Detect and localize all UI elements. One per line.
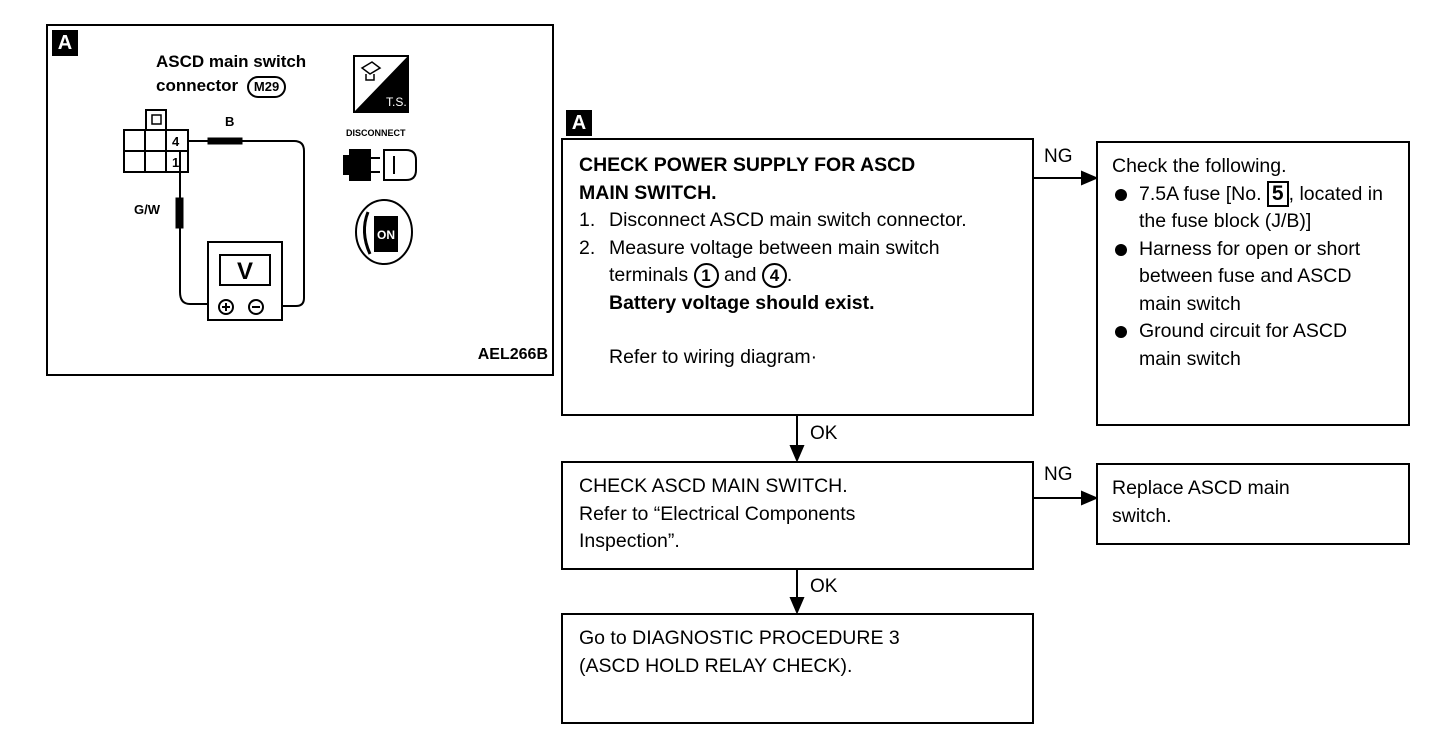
ng1-fuse-post: , located in the fuse block (J/B)]: [1139, 182, 1383, 233]
ignition-on-label: ON: [377, 228, 395, 242]
step1-item1: 1. Disconnect ASCD main switch connector.: [579, 207, 1016, 235]
ng1-title: Check the following.: [1112, 155, 1287, 177]
ng1-item-ground: Ground circuit for ASCD main switch: [1112, 318, 1394, 373]
terminal-4-label: 4: [172, 134, 180, 149]
disconnect-icon-label: DISCONNECT: [346, 128, 406, 138]
ok1-label: OK: [810, 423, 838, 444]
ts-icon-label: T.S.: [386, 95, 407, 109]
step1-and: and: [723, 264, 757, 286]
step1-box: CHECK POWER SUPPLY FOR ASCD MAIN SWITCH.…: [561, 138, 1034, 416]
step2-line2: Refer to “Electrical Components: [579, 502, 856, 525]
ng1-arrow: [1034, 170, 1099, 186]
ng1-item-fuse: 7.5A fuse [No. 5, located in the fuse bl…: [1112, 180, 1394, 236]
ok2-arrow: [789, 570, 805, 615]
flow-tag: A: [566, 110, 592, 136]
step1-item2: 2. Measure voltage between main switch te…: [579, 235, 1016, 290]
step1-item2-text: Measure voltage between main switch term…: [609, 236, 940, 287]
step3-box: Go to DIAGNOSTIC PROCEDURE 3 (ASCD HOLD …: [561, 613, 1034, 724]
connector-title-text: connector: [156, 76, 239, 95]
ng1-checklist: 7.5A fuse [No. 5, located in the fuse bl…: [1112, 180, 1394, 374]
ts-icon: T.S.: [353, 55, 409, 113]
ng1-label: NG: [1044, 146, 1073, 167]
ng1-item-harness: Harness for open or short between fuse a…: [1112, 236, 1394, 319]
ng2-box: Replace ASCD main switch.: [1096, 463, 1410, 545]
step2-line3: Inspection”.: [579, 530, 680, 552]
terminal-1-symbol: 1: [693, 263, 719, 289]
terminal-1-label: 1: [172, 155, 179, 170]
ok2-label: OK: [810, 576, 838, 597]
connector-body: [123, 109, 189, 173]
disconnect-icon: [343, 149, 417, 181]
step3-line1: Go to DIAGNOSTIC PROCEDURE 3: [579, 627, 900, 649]
step1-item1-num: 1.: [579, 209, 596, 231]
probe-gw: [175, 151, 208, 305]
wire-b-label: B: [225, 114, 234, 129]
connector-circuit-diagram: 4 1 B G/W V: [123, 55, 417, 321]
fuse-number-badge: 5: [1266, 180, 1289, 207]
connector-title: ASCD main switch connector M29: [156, 50, 306, 98]
wire-gw-label: G/W: [134, 202, 161, 217]
figure-panel: A ASCD main switch connector M29 4 1 B: [46, 24, 554, 376]
step1-item2-num: 2.: [579, 236, 596, 259]
step1-expected-result: Battery voltage should exist.: [609, 291, 875, 314]
ng1-box: Check the following. 7.5A fuse [No. 5, l…: [1096, 141, 1410, 426]
step3-line2: (ASCD HOLD RELAY CHECK).: [579, 654, 853, 677]
ok1-arrow: [789, 416, 805, 463]
connector-title-line2: connector M29: [156, 74, 306, 98]
terminal-4-symbol: 4: [761, 263, 787, 289]
step1-item1-text: Disconnect ASCD main switch connector.: [609, 209, 967, 231]
ignition-on-icon: ON: [355, 199, 413, 265]
ng2-arrow: [1034, 490, 1099, 506]
figure-code: AEL266B: [477, 346, 548, 363]
voltmeter: [207, 241, 283, 321]
step1-title-line2: MAIN SWITCH.: [579, 181, 717, 204]
ng1-fuse-pre: 7.5A fuse [No.: [1139, 182, 1262, 205]
step2-box: CHECK ASCD MAIN SWITCH. Refer to “Electr…: [561, 461, 1034, 570]
step1-reference: Refer to wiring diagram·: [609, 346, 818, 368]
step1-item2-end: .: [786, 264, 793, 286]
figure-tag: A: [52, 30, 78, 56]
ng2-line1: Replace ASCD main: [1112, 477, 1290, 499]
probe-b: [188, 137, 305, 307]
step2-line1: CHECK ASCD MAIN SWITCH.: [579, 475, 848, 497]
voltmeter-symbol: V: [237, 258, 253, 285]
connector-title-line1: ASCD main switch: [156, 52, 307, 71]
ng2-label: NG: [1044, 464, 1073, 485]
connector-id-badge: M29: [246, 76, 287, 98]
step1-title-line1: CHECK POWER SUPPLY FOR ASCD: [579, 154, 916, 176]
ng2-line2: switch.: [1112, 504, 1172, 527]
